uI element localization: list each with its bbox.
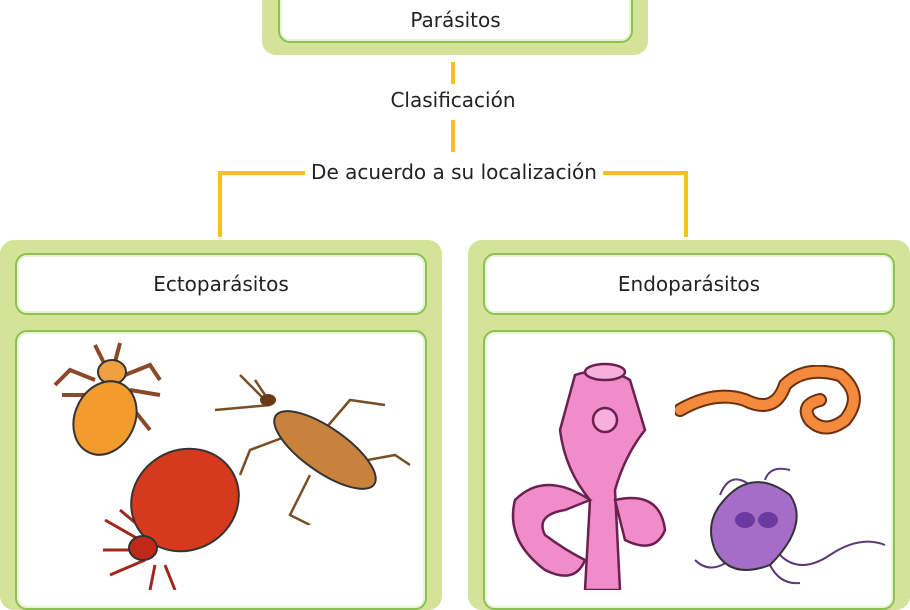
ectoparasites-header: Ectoparásitos bbox=[15, 253, 427, 315]
connector-line bbox=[451, 62, 455, 84]
connector-line bbox=[451, 120, 455, 152]
roundworm-icon bbox=[675, 365, 861, 435]
giardia-icon bbox=[694, 467, 886, 585]
criterion-label: De acuerdo a su localización bbox=[305, 160, 603, 184]
ectoparasites-label: Ectoparásitos bbox=[153, 272, 289, 296]
root-node: Parásitos bbox=[278, 0, 633, 43]
endoparasites-header: Endoparásitos bbox=[483, 253, 895, 315]
louse-icon bbox=[53, 342, 162, 456]
tapeworm-icon bbox=[511, 362, 667, 590]
classification-label: Clasificación bbox=[353, 88, 553, 112]
connector-line bbox=[603, 171, 688, 175]
kissing-bug-icon bbox=[214, 374, 411, 525]
root-label: Parásitos bbox=[410, 7, 501, 32]
tick-icon bbox=[103, 447, 240, 590]
connector-line bbox=[218, 171, 306, 175]
endoparasites-label: Endoparásitos bbox=[617, 272, 761, 296]
connector-line bbox=[684, 171, 688, 237]
connector-line bbox=[218, 171, 222, 237]
